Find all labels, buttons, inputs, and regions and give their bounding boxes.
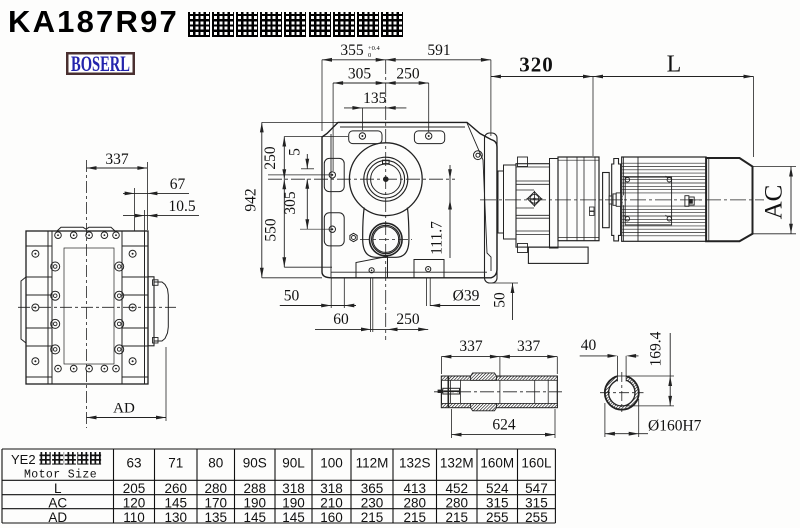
svg-text:942: 942: [243, 188, 260, 211]
svg-text:260: 260: [164, 481, 187, 496]
svg-text:280: 280: [204, 481, 227, 496]
svg-text:130: 130: [164, 510, 187, 525]
svg-text:AD: AD: [48, 510, 67, 525]
svg-text:63: 63: [126, 456, 141, 471]
svg-text:250: 250: [262, 146, 279, 170]
svg-text:90S: 90S: [243, 456, 267, 471]
svg-text:132M: 132M: [440, 456, 474, 471]
svg-text:145: 145: [164, 496, 187, 511]
svg-text:160M: 160M: [480, 456, 514, 471]
svg-text:215: 215: [445, 510, 468, 525]
svg-text:60: 60: [333, 311, 349, 328]
svg-text:210: 210: [320, 496, 343, 511]
svg-text:280: 280: [403, 496, 426, 511]
svg-text:255: 255: [486, 510, 509, 525]
svg-text:318: 318: [320, 481, 343, 496]
svg-text:413: 413: [403, 481, 426, 496]
svg-text:L: L: [54, 481, 62, 496]
svg-text:320: 320: [519, 53, 554, 77]
svg-text:337: 337: [517, 338, 541, 355]
svg-text:71: 71: [168, 456, 183, 471]
svg-text:170: 170: [204, 496, 227, 511]
svg-text:111.7: 111.7: [429, 221, 446, 255]
svg-text:112M: 112M: [356, 456, 389, 471]
svg-text:50: 50: [284, 288, 300, 305]
svg-text:110: 110: [123, 510, 145, 525]
svg-text:L: L: [667, 52, 682, 78]
svg-text:67: 67: [170, 176, 186, 193]
svg-text:YE2: YE2: [11, 452, 36, 467]
svg-text:355: 355: [340, 42, 364, 59]
svg-text:160: 160: [320, 510, 343, 525]
svg-text:169.4: 169.4: [648, 331, 665, 366]
svg-text:132S: 132S: [399, 456, 431, 471]
svg-text:BOSERL: BOSERL: [71, 51, 130, 76]
svg-text:120: 120: [123, 496, 146, 511]
svg-text:280: 280: [445, 496, 468, 511]
svg-text:591: 591: [427, 42, 450, 59]
svg-text:10.5: 10.5: [168, 198, 195, 215]
svg-text:5: 5: [287, 148, 304, 156]
svg-text:135: 135: [363, 90, 387, 107]
svg-text:315: 315: [525, 496, 548, 511]
svg-text:305: 305: [348, 66, 372, 83]
svg-text:190: 190: [243, 496, 266, 511]
svg-text:100: 100: [320, 456, 343, 471]
svg-text:+0.4: +0.4: [368, 45, 381, 52]
svg-text:624: 624: [492, 417, 516, 434]
svg-text:0: 0: [368, 52, 371, 59]
svg-text:452: 452: [445, 481, 468, 496]
svg-text:337: 337: [105, 151, 129, 168]
svg-text:AC: AC: [48, 496, 67, 511]
svg-text:Ø160H7: Ø160H7: [648, 418, 702, 435]
svg-text:80: 80: [208, 456, 223, 471]
svg-text:145: 145: [282, 510, 305, 525]
svg-text:230: 230: [361, 496, 384, 511]
svg-text:Motor Size: Motor Size: [24, 469, 97, 482]
svg-text:255: 255: [525, 510, 548, 525]
svg-text:250: 250: [396, 311, 420, 328]
svg-text:215: 215: [403, 510, 426, 525]
svg-text:315: 315: [486, 496, 509, 511]
svg-text:135: 135: [204, 510, 227, 525]
svg-text:AC: AC: [761, 185, 788, 220]
svg-text:337: 337: [459, 338, 483, 355]
svg-text:550: 550: [263, 218, 280, 242]
svg-text:365: 365: [361, 481, 384, 496]
svg-text:318: 318: [282, 481, 305, 496]
svg-text:288: 288: [243, 481, 266, 496]
svg-text:215: 215: [361, 510, 384, 525]
svg-text:40: 40: [581, 337, 597, 354]
svg-text:145: 145: [243, 510, 266, 525]
svg-text:524: 524: [486, 481, 509, 496]
svg-text:50: 50: [492, 292, 509, 308]
svg-text:547: 547: [525, 481, 548, 496]
svg-text:205: 205: [123, 481, 146, 496]
svg-text:190: 190: [282, 496, 305, 511]
svg-text:90L: 90L: [282, 456, 305, 471]
svg-text:Ø39: Ø39: [453, 288, 480, 305]
svg-text:250: 250: [396, 66, 420, 83]
svg-text:AD: AD: [113, 401, 135, 417]
svg-text:160L: 160L: [521, 456, 552, 471]
svg-text:305: 305: [282, 191, 299, 215]
